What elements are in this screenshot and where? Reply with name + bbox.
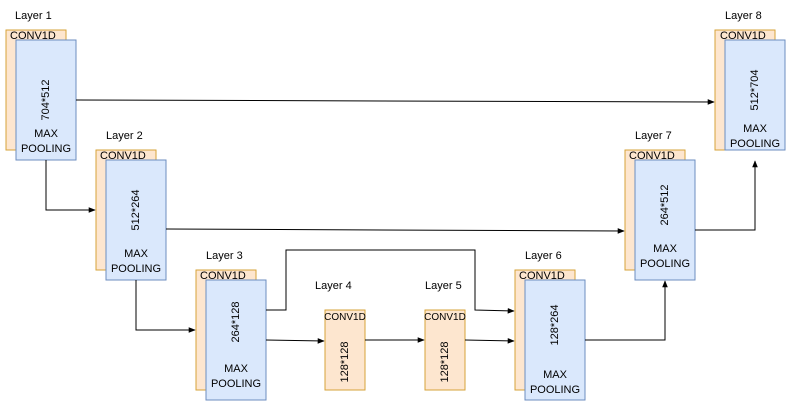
layer-7-label: Layer 7	[635, 130, 672, 142]
layer-2-pool-box	[105, 159, 167, 281]
layer-8-label: Layer 8	[725, 10, 762, 22]
layer-5-conv-label: CONV1D	[424, 312, 466, 323]
layer-4-dims: 128*128	[339, 342, 351, 383]
layer-7-pool-label-2: POOLING	[640, 258, 690, 270]
layer-3-pool-label-1: MAX	[224, 363, 249, 375]
layer-3-label: Layer 3	[206, 250, 243, 262]
layer-8-conv-label: CONV1D	[720, 30, 766, 42]
skip-arrow-layer1-to-layer8	[75, 99, 715, 105]
layer-5-dims: 128*128	[439, 342, 451, 383]
layer-4-conv-box	[324, 309, 366, 391]
layer-2-label: Layer 2	[106, 130, 143, 142]
layer-8-dims: 512*704	[749, 70, 761, 111]
layer-4-conv-label: CONV1D	[324, 312, 366, 323]
layer-7-block: Layer 7 CONV1D 264*512 MAX POOLING	[624, 130, 696, 281]
layer-7-pool-box	[634, 159, 696, 281]
arrow-layer6-to-layer7	[585, 280, 668, 341]
layer-3-block: Layer 3 CONV1D 264*128 MAX POOLING	[195, 250, 267, 401]
arrow-layer7-to-layer8	[695, 160, 758, 231]
layer-6-label: Layer 6	[525, 250, 562, 262]
skip-arrow-layer2-to-layer7	[165, 228, 625, 234]
layer-3-dims: 264*128	[230, 302, 242, 343]
layer-2-block: Layer 2 CONV1D 512*264 MAX POOLING	[95, 130, 167, 281]
layer-1-pool-label-2: POOLING	[21, 143, 71, 155]
layer-2-pool-label-2: POOLING	[111, 263, 161, 275]
layer-1-block: Layer 1 CONV1D 704*512 MAX POOLING	[5, 10, 77, 161]
layer-1-label: Layer 1	[15, 10, 52, 22]
layer-8-block: Layer 8 CONV1D 512*704 MAX POOLING	[714, 10, 786, 151]
layer-3-pool-box	[205, 279, 267, 401]
layer-2-dims: 512*264	[130, 190, 142, 231]
layer-6-block: Layer 6 CONV1D 128*264 MAX POOLING	[514, 250, 586, 401]
layer-5-label: Layer 5	[425, 280, 462, 292]
layer-8-pool-label-2: POOLING	[730, 138, 780, 150]
layer-6-pool-box	[524, 279, 586, 401]
skip-arrow-layer3-to-layer6	[266, 249, 515, 314]
layer-2-conv-label: CONV1D	[100, 150, 146, 162]
layer-2-pool-label-1: MAX	[124, 248, 149, 260]
layer-4-label: Layer 4	[315, 280, 352, 292]
layer-6-pool-label-1: MAX	[543, 369, 568, 381]
arrow-layer3-to-layer4	[265, 338, 325, 344]
arrow-layer5-to-layer6	[464, 338, 515, 344]
layer-5-block: Layer 5 CONV1D 128*128	[424, 280, 466, 391]
layer-8-pool-box	[724, 39, 786, 151]
layer-1-dims: 704*512	[40, 80, 52, 121]
layer-3-conv-label: CONV1D	[200, 270, 246, 282]
layer-1-pool-label-1: MAX	[34, 128, 59, 140]
layer-3-pool-label-2: POOLING	[211, 378, 261, 390]
arrow-layer1-to-layer2	[45, 160, 96, 213]
layer-1-conv-label: CONV1D	[10, 30, 56, 42]
layer-7-conv-label: CONV1D	[629, 150, 675, 162]
layer-5-conv-box	[424, 309, 466, 391]
layer-7-pool-label-1: MAX	[653, 243, 678, 255]
layer-6-dims: 128*264	[549, 305, 561, 346]
layer-6-pool-label-2: POOLING	[530, 384, 580, 396]
layer-4-block: Layer 4 CONV1D 128*128	[315, 280, 366, 391]
layer-6-conv-label: CONV1D	[519, 270, 565, 282]
layer-8-pool-label-1: MAX	[743, 123, 768, 135]
layer-7-dims: 264*512	[659, 185, 671, 226]
arrow-layer2-to-layer3	[135, 280, 196, 333]
